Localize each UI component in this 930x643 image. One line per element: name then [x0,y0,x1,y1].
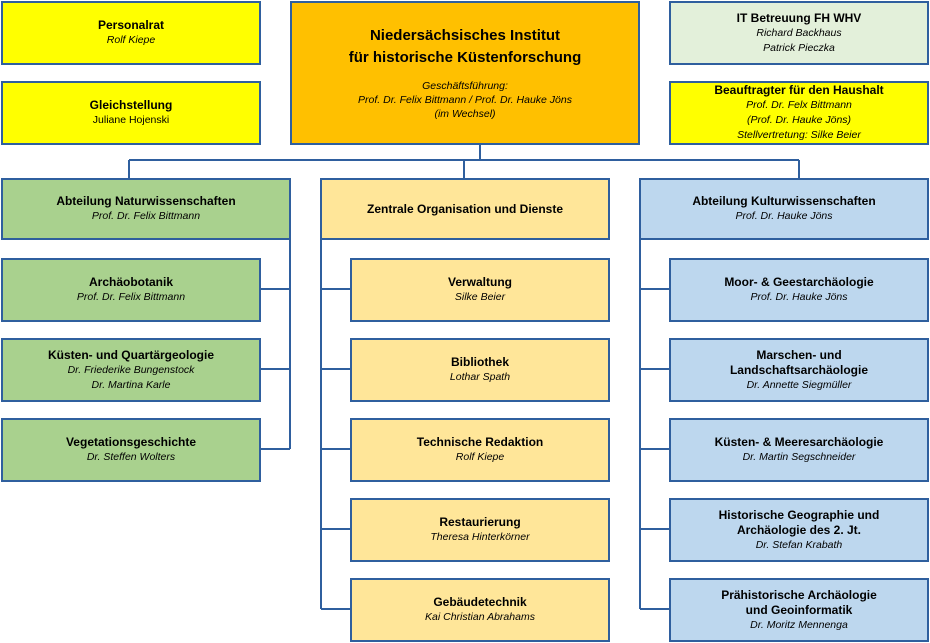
kultur-unit-moor: Moor- & Geestarchäologie Prof. Dr. Hauke… [669,258,929,322]
unit-person: Silke Beier [454,291,506,303]
institute-role: Geschäftsführung: [422,80,508,92]
unit-person: Dr. Stefan Krabath [755,538,843,551]
unit-person: Theresa Hinterkörner [430,531,530,543]
unit-person: Kai Christian Abrahams [425,611,535,623]
natur-head-title: Abteilung Naturwissenschaften [56,194,236,208]
gleichstellung-box: Gleichstellung Juliane Hojenski [1,81,261,145]
unit-title-line2: Archäologie des 2. Jt. [736,522,862,537]
unit-title-line2: und Geoinformatik [745,602,853,617]
unit-title: Moor- & Geestarchäologie [724,275,874,289]
zentral-unit-bibliothek: Bibliothek Lothar Spath [350,338,610,402]
it-person-2: Patrick Pieczka [763,41,835,54]
unit-title: Restaurierung [439,515,521,529]
zentral-unit-gebaeudetechnik: Gebäudetechnik Kai Christian Abrahams [350,578,610,642]
kultur-unit-praehistorie: Prähistorische Archäologie und Geoinform… [669,578,929,642]
zentral-unit-redaktion: Technische Redaktion Rolf Kiepe [350,418,610,482]
natur-unit-vegetationsgeschichte: Vegetationsgeschichte Dr. Steffen Wolter… [1,418,261,482]
zentral-head-title: Zentrale Organisation und Dienste [366,201,564,216]
unit-person: Dr. Friederike Bungenstock [67,363,195,376]
unit-person-2: Dr. Martina Karle [91,378,171,391]
unit-title-line1: Historische Geographie und [718,507,880,522]
haushalt-box: Beauftragter für den Haushalt Prof. Dr. … [669,81,929,145]
unit-title: Bibliothek [450,355,509,369]
unit-person: Prof. Dr. Felix Bittmann [76,291,186,303]
unit-title: Vegetationsgeschichte [65,435,197,449]
it-person-1: Richard Backhaus [756,26,842,39]
unit-person: Dr. Martin Segschneider [742,451,856,463]
haushalt-deputy: Stellvertretung: Silke Beier [737,129,861,141]
unit-title-line2: Landschaftsarchäologie [729,362,869,377]
gleichstellung-person: Juliane Hojenski [92,114,170,126]
personalrat-box: Personalrat Rolf Kiepe [1,1,261,65]
gleichstellung-title: Gleichstellung [89,98,173,112]
it-box: IT Betreuung FH WHV Richard Backhaus Pat… [669,1,929,65]
unit-title: Gebäudetechnik [433,595,527,609]
unit-person: Rolf Kiepe [455,451,505,463]
unit-person: Dr. Annette Siegmüller [746,378,852,391]
unit-title: Küsten- und Quartärgeologie [47,347,214,362]
institute-title-line2: für historische Küstenforschung [348,49,582,66]
haushalt-person-1: Prof. Dr. Felx Bittmann [746,99,852,111]
institute-persons: Prof. Dr. Felix Bittmann / Prof. Dr. Hau… [358,94,572,106]
unit-title-line1: Prähistorische Archäologie [721,587,877,602]
natur-head-box: Abteilung Naturwissenschaften Prof. Dr. … [1,178,291,240]
kultur-head-title: Abteilung Kulturwissenschaften [692,194,876,208]
unit-person: Dr. Steffen Wolters [86,451,176,463]
institute-note: (im Wechsel) [434,108,496,120]
institute-box: Niedersächsisches Institut für historisc… [290,1,640,145]
unit-title: Verwaltung [447,275,512,289]
kultur-head-box: Abteilung Kulturwissenschaften Prof. Dr.… [639,178,929,240]
kultur-head-person: Prof. Dr. Hauke Jöns [735,210,833,222]
kultur-unit-meeres: Küsten- & Meeresarchäologie Dr. Martin S… [669,418,929,482]
zentral-unit-restaurierung: Restaurierung Theresa Hinterkörner [350,498,610,562]
it-title: IT Betreuung FH WHV [736,10,862,25]
natur-head-person: Prof. Dr. Felix Bittmann [91,210,201,222]
natur-unit-kuestengeologie: Küsten- und Quartärgeologie Dr. Friederi… [1,338,261,402]
unit-title: Technische Redaktion [416,435,544,449]
zentral-head-box: Zentrale Organisation und Dienste [320,178,610,240]
zentral-unit-verwaltung: Verwaltung Silke Beier [350,258,610,322]
kultur-unit-marschen: Marschen- und Landschaftsarchäologie Dr.… [669,338,929,402]
natur-unit-archaeobotanik: Archäobotanik Prof. Dr. Felix Bittmann [1,258,261,322]
unit-person: Lothar Spath [449,371,511,383]
kultur-unit-geographie: Historische Geographie und Archäologie d… [669,498,929,562]
unit-person: Dr. Moritz Mennenga [750,618,848,631]
unit-title: Küsten- & Meeresarchäologie [714,435,884,449]
personalrat-title: Personalrat [97,18,165,32]
unit-person: Prof. Dr. Hauke Jöns [750,291,848,303]
institute-title-line1: Niedersächsisches Institut [369,27,561,44]
personalrat-person: Rolf Kiepe [106,34,156,46]
unit-title: Archäobotanik [88,275,173,289]
unit-title-line1: Marschen- und [756,347,842,362]
haushalt-title: Beauftragter für den Haushalt [714,83,884,97]
haushalt-person-2: (Prof. Dr. Hauke Jöns) [746,114,852,126]
